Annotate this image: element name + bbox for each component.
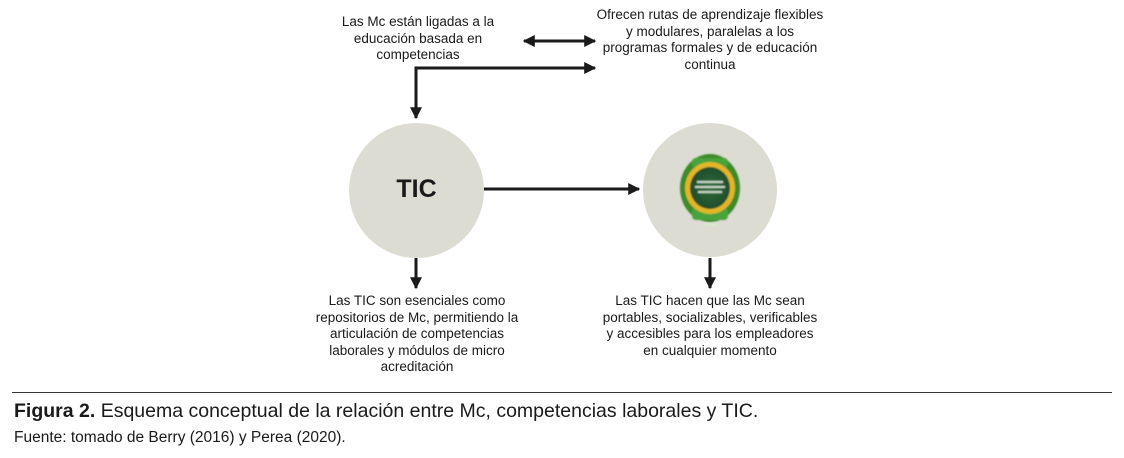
node-portables: Las TIC hacen que las Mc sean portables,… [602, 293, 818, 358]
concept-diagram: Las Mc están ligadas a la educación basa… [315, 7, 824, 374]
micro-credential-badge-icon [680, 154, 740, 226]
figure-label: Figura 2. [14, 400, 96, 422]
node-competencias: Las Mc están ligadas a la educación basa… [341, 14, 495, 62]
tic-label: TIC [396, 175, 437, 203]
connector-arrows [410, 35, 716, 290]
figure-source: Fuente: tomado de Berry (2016) y Perea (… [14, 429, 346, 446]
caption-divider [12, 392, 1112, 393]
tic-circle [349, 123, 484, 258]
node-rutas-aprendizaje: Ofrecen rutas de aprendizaje flexibles y… [596, 7, 824, 72]
node-repositorios: Las TIC son esenciales como repositorios… [315, 293, 519, 374]
figure-caption-text: Esquema conceptual de la relación entre … [95, 400, 759, 422]
figure-caption: Figura 2. Esquema conceptual de la relac… [14, 399, 758, 423]
elbow-connector [410, 62, 597, 120]
